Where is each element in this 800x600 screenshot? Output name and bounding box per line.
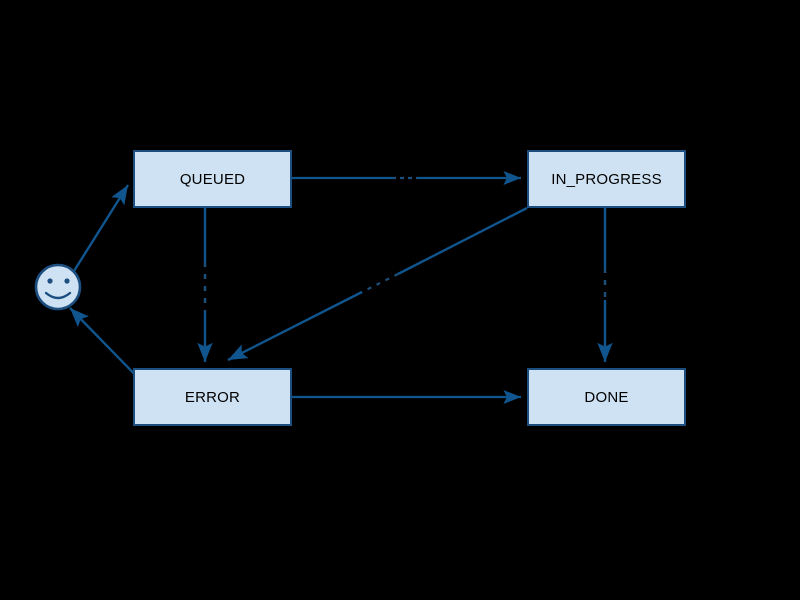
node-error[interactable]: ERROR (133, 368, 292, 426)
node-done-label: DONE (584, 388, 629, 406)
node-in-progress[interactable]: IN_PROGRESS (527, 150, 686, 208)
edge-start-to-queued (72, 184, 130, 272)
node-in-progress-label: IN_PROGRESS (551, 170, 662, 188)
node-error-label: ERROR (184, 388, 241, 406)
smiley-face-icon[interactable] (34, 263, 82, 311)
node-done[interactable]: DONE (527, 368, 686, 426)
edge-in-progress-to-error (227, 206, 528, 362)
node-queued-label: QUEUED (179, 170, 246, 188)
node-queued[interactable]: QUEUED (133, 150, 292, 208)
